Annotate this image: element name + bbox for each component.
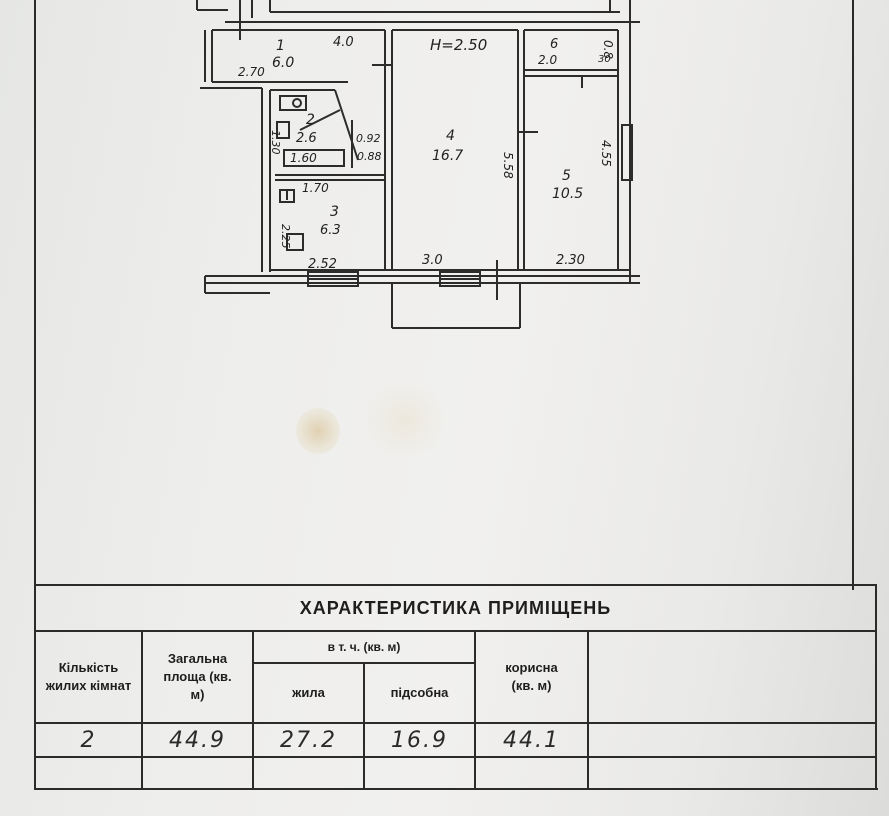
room-area: 2.0 [538, 53, 557, 67]
dim-label: 4.0 [333, 35, 354, 50]
dim-label: 0.92 [356, 132, 381, 145]
room-area: 2.6 [296, 131, 317, 146]
dim-label: 1.70 [302, 181, 329, 195]
dim-label: 2.70 [238, 65, 265, 79]
dim-label: 5.58 [501, 152, 515, 179]
room-number: 2 [306, 112, 315, 128]
room-area: 6.0 [272, 55, 294, 71]
frame-border-right [852, 0, 854, 590]
dim-label: 0.8 [601, 40, 615, 59]
room-number: 6 [550, 37, 558, 52]
room-number: 4 [446, 128, 455, 144]
dim-label: 30 [598, 54, 611, 65]
dim-label: 0.88 [357, 150, 382, 163]
dim-label: 4.55 [599, 140, 613, 167]
paper-stain [296, 408, 340, 454]
floor-plan: H=2.50 4.0 1 6.0 2.70 2 2.6 1.60 0.92 0.… [196, 0, 640, 329]
room-area: 6.3 [320, 223, 341, 238]
dim-label: 1.60 [290, 151, 317, 165]
room-area: 16.7 [432, 148, 463, 164]
dim-label: 3.0 [422, 253, 443, 268]
dim-label: 2.30 [556, 253, 585, 268]
dim-label: 1.30 [269, 130, 282, 155]
frame-border-left [34, 0, 36, 590]
room-number: 3 [330, 204, 339, 220]
room-area: 10.5 [552, 186, 583, 202]
room-number: 5 [562, 168, 571, 184]
dim-label: 2.52 [308, 257, 337, 272]
plan-height-label: H=2.50 [430, 36, 487, 54]
paper-stain [360, 385, 450, 455]
dim-label: 2.25 [279, 224, 292, 249]
room-number: 1 [276, 38, 285, 54]
